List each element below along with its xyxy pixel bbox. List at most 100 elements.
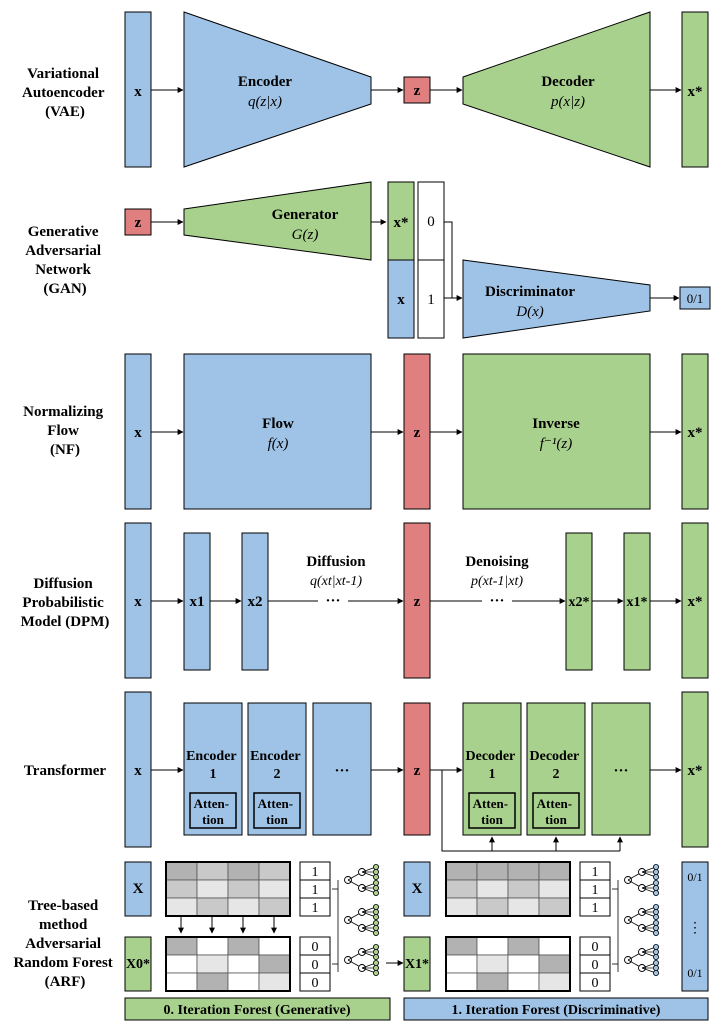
- arf-tree-leaf-node: [653, 944, 660, 951]
- arf-label-one-1: 1: [312, 883, 319, 898]
- arf-data-table-real-1: [445, 861, 571, 917]
- arf-table-cell: [227, 936, 260, 956]
- arf-tree-leaf-node: [372, 904, 379, 911]
- arf-table-cell: [507, 936, 540, 956]
- vae-latent-z-box: [403, 76, 431, 104]
- arf-label-zero-r0: 0: [592, 940, 599, 955]
- transformer-cross-attention-connector: [441, 770, 620, 852]
- arf-tree-leaf-node: [653, 874, 660, 881]
- arf-tree-leaf-node: [372, 869, 379, 876]
- arf-tree-leaf-node: [653, 914, 660, 921]
- arf-data-table-synthetic-0: [165, 936, 291, 992]
- transformer-decoder-1-attention-label: Atten- tion: [473, 796, 512, 827]
- arf-label-zero-1: 0: [312, 958, 319, 973]
- nf-output-xstar-box: [681, 353, 709, 510]
- gan-discriminator-shape: [462, 259, 651, 339]
- arf-table-cell: [507, 954, 540, 974]
- arf-tree-leaf-node: [372, 944, 379, 951]
- dpm-latent-z-label: z: [414, 594, 421, 610]
- arf-synthetic-X1-label: X1*: [405, 957, 429, 972]
- nf-flow-label: Flow: [262, 416, 294, 432]
- arf-tree-leaf-node: [653, 949, 660, 956]
- arf-table-cell: [258, 897, 291, 917]
- row-transformer: Transformer x Encoder 1 Atten- tion Enco…: [24, 691, 709, 852]
- arf-label-zero-2: 0: [312, 976, 319, 991]
- arf-tree-leaf-node: [372, 874, 379, 881]
- vae-latent-z-label: z: [414, 83, 421, 99]
- arf-tree-leaf-node: [372, 930, 379, 937]
- gan-output-box: [679, 286, 711, 310]
- arf-table-cell: [476, 861, 509, 881]
- arf-label-zero-r1: 0: [592, 958, 599, 973]
- transformer-encoder-1-attention-label: Atten- tion: [194, 796, 233, 827]
- transformer-decoder-1-attention-box: [468, 792, 516, 829]
- vae-decoder-shape: [462, 11, 651, 168]
- dpm-output-xstar-label: x*: [688, 594, 703, 610]
- arf-tree-leaf-node: [372, 885, 379, 892]
- arf-table-cell: [507, 861, 540, 881]
- vae-encoder-formula: q(z|x): [248, 94, 282, 110]
- arf-tree-leaf-node: [372, 914, 379, 921]
- transformer-output-xstar-label: x*: [688, 763, 703, 779]
- arf-table-cell: [538, 897, 571, 917]
- arf-tree-leaf-node: [653, 909, 660, 916]
- arf-table-cell: [445, 861, 478, 881]
- gan-generator-shape: [183, 181, 372, 261]
- arf-table-cell: [445, 936, 478, 956]
- arf-iteration-0-label: 0. Iteration Forest (Generative): [163, 1003, 350, 1018]
- arf-tree-leaf-node: [653, 880, 660, 887]
- nf-inverse-formula: f⁻¹(z): [540, 436, 572, 452]
- arf-label-one-r2: 1: [592, 901, 599, 916]
- vae-encoder-label: Encoder: [238, 74, 293, 90]
- gan-real-label-value: 1: [427, 292, 435, 308]
- transformer-encoder-2-label: Encoder 2: [250, 749, 304, 782]
- arf-label-one-0: 1: [312, 865, 319, 880]
- arf-tree-leaf-node: [653, 965, 660, 972]
- dpm-x2-label: x2: [248, 594, 263, 610]
- dpm-latent-z-box: [403, 522, 431, 679]
- arf-table-cell: [538, 954, 571, 974]
- arf-tree-leaf-node: [653, 925, 660, 932]
- arf-table-cell: [227, 897, 260, 917]
- arf-data-table-synthetic-1: [445, 936, 571, 992]
- arf-tree-leaf-node: [372, 925, 379, 932]
- vae-decoder-formula: p(x|z): [550, 94, 585, 110]
- dpm-diffusion-formula: q(xt|xt-1): [310, 574, 362, 589]
- vae-output-xstar-label: x*: [688, 84, 703, 100]
- dpm-row-label: Diffusion Probabilistic Model (DPM): [21, 576, 110, 630]
- arf-tree-leaf-node: [372, 970, 379, 977]
- nf-input-x-box: [124, 353, 152, 510]
- dpm-denoising-dots: ···: [489, 593, 504, 609]
- arf-tree-leaf-node: [372, 864, 379, 871]
- arf-tree-leaf-node: [372, 960, 379, 967]
- arf-tree-leaf-node: [372, 920, 379, 927]
- gan-fake-label-box: [417, 181, 445, 261]
- arf-table-cell: [196, 879, 229, 899]
- arf-table-cell: [258, 954, 291, 974]
- arf-tree-leaf-node: [653, 960, 660, 967]
- arf-table-cell: [538, 936, 571, 956]
- vae-input-x-label: x: [134, 84, 142, 100]
- arf-table-cell: [445, 972, 478, 992]
- gan-real-x-box: [387, 259, 415, 339]
- dpm-x2-box: [241, 532, 269, 671]
- arf-table-cell: [476, 879, 509, 899]
- arf-table-cell: [227, 861, 260, 881]
- nf-inverse-box: [462, 353, 651, 510]
- nf-output-xstar-label: x*: [688, 425, 703, 441]
- arf-table-cell: [258, 861, 291, 881]
- gan-row-label: Generative Adversarial Network (GAN): [25, 224, 105, 297]
- gan-discriminator-formula: D(x): [515, 304, 543, 320]
- vae-row-label: Variational Autoencoder (VAE): [22, 66, 108, 120]
- arf-tree-leaf-node: [653, 864, 660, 871]
- arf-table-cell: [196, 861, 229, 881]
- arf-synthetic-X0-box: [124, 936, 152, 992]
- arf-table-cell: [476, 936, 509, 956]
- arf-table-cell: [196, 954, 229, 974]
- vae-decoder-label: Decoder: [541, 74, 595, 90]
- transformer-output-xstar-box: [681, 691, 709, 848]
- gan-output-label: 0/1: [687, 291, 704, 306]
- arf-synthetic-X0-label: X0*: [126, 957, 150, 972]
- arf-table-cell: [227, 879, 260, 899]
